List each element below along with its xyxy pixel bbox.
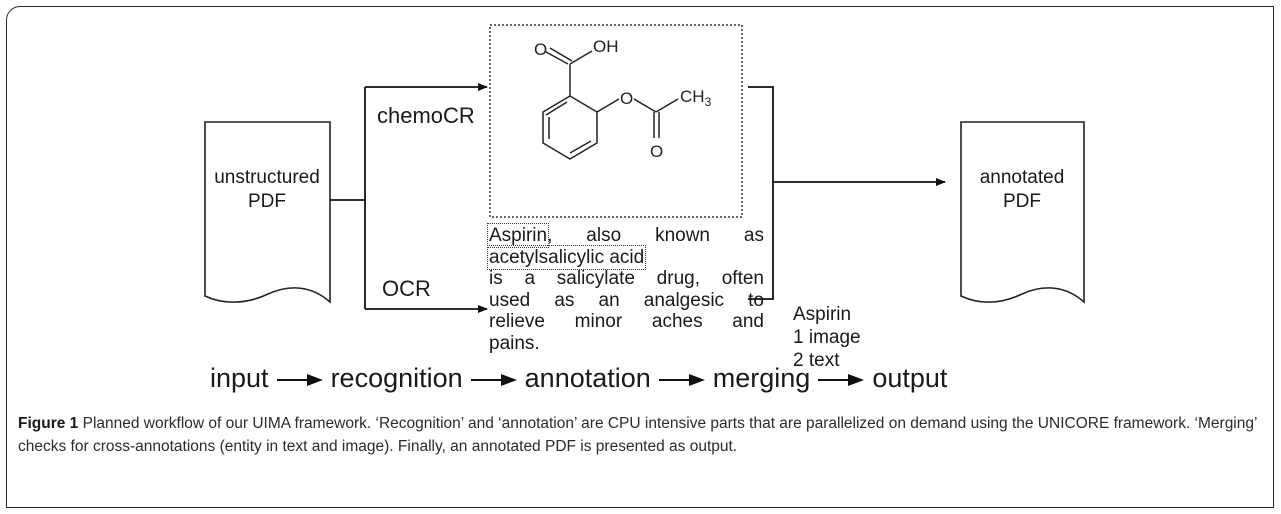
output-document-label: annotated PDF <box>979 167 1065 212</box>
caption-label: Figure 1 <box>18 415 79 432</box>
entity-box-aspirin: Aspirin <box>486 223 550 248</box>
structure-image-box <box>489 24 743 218</box>
caption-text: Planned workflow of our UIMA framework. … <box>18 415 1257 455</box>
molecule-o-ester: O <box>620 89 633 108</box>
ocr-text-paragraph: Aspirin, also known as acetylsalicylic a… <box>486 223 764 354</box>
figure-frame <box>6 6 1274 508</box>
merge-result-image: 1 image <box>793 327 861 348</box>
molecule-ch3: CH3 <box>680 87 712 109</box>
pipeline-step-annotation: annotation <box>524 362 651 393</box>
workflow-diagram: O OH O CH3 O chemoCR OCR unstructured PD… <box>204 24 1085 372</box>
ocr-line-4: used as an analgesic to <box>489 289 764 311</box>
merge-bracket <box>748 86 946 300</box>
pipeline-arrow-icon <box>658 374 705 386</box>
ocr-line-3: is a salicylate drug, often <box>489 268 764 289</box>
output-document-shape <box>960 121 1085 304</box>
pipeline-step-recognition: recognition <box>330 362 463 393</box>
ocr-line-6: pains. <box>489 332 540 354</box>
merge-result-text: 2 text <box>793 350 840 371</box>
branch-label-chemocr: chemoCR <box>377 103 475 128</box>
input-document-shape <box>204 121 331 304</box>
ocr-line-1: Aspirin, also known as <box>486 223 764 248</box>
split-connector <box>330 83 488 313</box>
figure-caption: Figure 1 Planned workflow of our UIMA fr… <box>18 412 1266 458</box>
pipeline-arrow-icon <box>470 374 517 386</box>
entity-box-acetylsalicylic: acetylsalicylic acid <box>486 244 647 270</box>
ocr-line-5: relieve minor aches and <box>489 311 764 332</box>
pipeline-row: input recognition annotation merging out… <box>210 360 947 396</box>
pipeline-step-merging: merging <box>712 362 811 393</box>
molecule-o-top: O <box>534 40 547 59</box>
input-document-label: unstructured PDF <box>214 167 320 212</box>
diagram-graphics: O OH O CH3 O <box>204 24 1085 313</box>
pipeline-arrow-icon <box>276 374 323 386</box>
pipeline-arrow-icon <box>818 374 865 386</box>
aspirin-molecule-icon <box>542 47 679 160</box>
pipeline-step-output: output <box>872 362 948 393</box>
molecule-o-carbonyl: O <box>650 142 663 161</box>
ocr-line-2: acetylsalicylic acid <box>486 244 764 270</box>
pipeline-step-input: input <box>210 362 269 393</box>
molecule-oh: OH <box>593 37 619 56</box>
merge-result-entity: Aspirin <box>793 304 852 325</box>
branch-label-ocr: OCR <box>382 276 431 301</box>
merge-result: Aspirin 1 image 2 text <box>793 303 861 372</box>
